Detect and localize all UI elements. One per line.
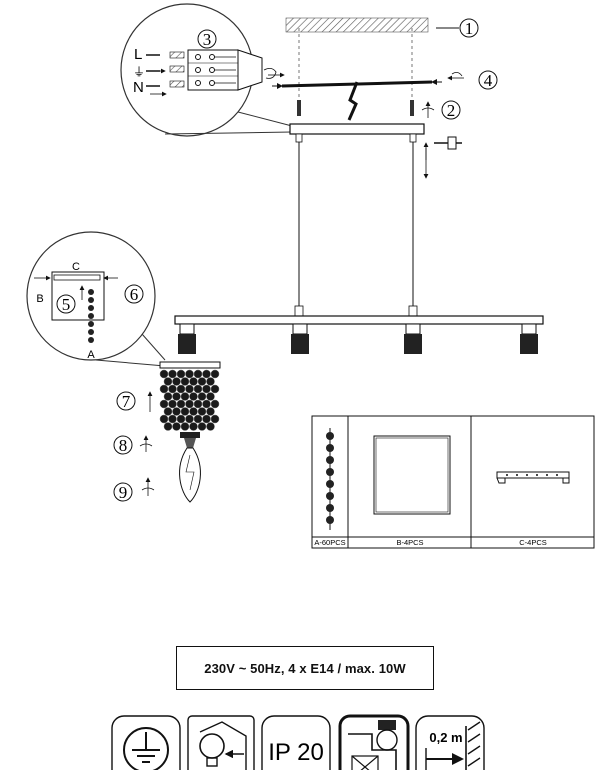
crystal-bead xyxy=(202,384,211,394)
crystal-bead xyxy=(163,392,173,401)
power-spec-text: 230V ~ 50Hz, 4 x E14 / max. 10W xyxy=(204,660,406,676)
crystal-bead xyxy=(193,414,203,424)
ip-rating-text: IP 20 xyxy=(268,739,324,766)
earth-label: ⏚ xyxy=(133,65,145,79)
crystal-bead xyxy=(168,414,177,424)
crystal-bead xyxy=(176,369,186,379)
crystal-beads xyxy=(159,369,220,431)
crystal-bead xyxy=(210,399,220,409)
crystal-bead xyxy=(159,414,169,424)
crystal-bead xyxy=(206,392,215,401)
parts-table: A-60PCS B-4PCS C-4PCS xyxy=(311,415,595,549)
crystal-bead xyxy=(168,384,177,394)
crystal-bead xyxy=(197,392,207,401)
safety-symbols: IP 20 0,2 m xyxy=(111,714,485,770)
callout-1: 1 xyxy=(465,19,474,38)
crystal-bead xyxy=(193,384,203,394)
crystal-bead xyxy=(202,369,211,379)
crystal-bead xyxy=(206,422,215,431)
mini-strand xyxy=(88,289,94,343)
crystal-bead xyxy=(185,384,194,394)
callout-3: 3 xyxy=(203,30,212,49)
live-label: L xyxy=(134,46,142,63)
lamp-holders xyxy=(178,323,538,354)
crystal-bead xyxy=(210,384,220,394)
crystal-shade: 7 8 9 xyxy=(113,361,221,503)
crystal-bead xyxy=(159,399,169,409)
ceiling-mount: 1 4 2 xyxy=(263,17,498,179)
crystal-bead xyxy=(210,414,220,424)
crystal-bead xyxy=(163,377,173,386)
crystal-bead xyxy=(159,369,169,379)
detail-letter-b: B xyxy=(36,293,43,305)
crystal-bead xyxy=(193,399,203,409)
crystal-bead xyxy=(202,414,211,424)
part-c-bar xyxy=(496,471,570,484)
crystal-bead xyxy=(163,407,173,416)
crystal-bead xyxy=(206,407,215,416)
crystal-bead xyxy=(176,384,186,394)
crystal-bead xyxy=(172,407,181,416)
detail-letter-a: A xyxy=(87,349,95,361)
part-c-label: C-4PCS xyxy=(519,538,547,547)
ip20-icon: IP 20 xyxy=(261,715,331,770)
crystal-bead xyxy=(197,377,207,386)
crystal-bead xyxy=(176,399,186,409)
crystal-bead xyxy=(176,414,186,424)
part-a-strand xyxy=(326,428,334,530)
crystal-bead xyxy=(180,392,190,401)
no-cover-icon xyxy=(338,714,410,770)
crystal-bead xyxy=(189,422,198,431)
crystal-bead xyxy=(163,422,173,431)
crystal-bead xyxy=(180,377,190,386)
crystal-bead xyxy=(189,407,198,416)
neutral-label: N xyxy=(133,79,144,96)
crystal-bead xyxy=(189,377,198,386)
suspension xyxy=(174,133,544,354)
callout-9: 9 xyxy=(119,483,128,502)
wiring-detail-circle: L ⏚ N 3 xyxy=(120,3,293,137)
crystal-bead xyxy=(172,377,181,386)
callout-8: 8 xyxy=(119,436,128,455)
crystal-bead xyxy=(210,369,220,379)
crystal-bead xyxy=(172,392,181,401)
callout-2: 2 xyxy=(447,101,456,120)
crystal-bead xyxy=(172,422,181,431)
part-a-label: A-60PCS xyxy=(314,538,345,547)
power-spec-label: 230V ~ 50Hz, 4 x E14 / max. 10W xyxy=(176,646,434,690)
crystal-bead xyxy=(168,369,177,379)
crystal-bead xyxy=(206,377,215,386)
crystal-bead xyxy=(193,369,203,379)
callout-6: 6 xyxy=(130,285,139,304)
crystal-bead xyxy=(189,392,198,401)
crystal-bead xyxy=(180,407,190,416)
protective-earth-icon xyxy=(111,715,181,770)
crystal-bead xyxy=(185,369,194,379)
bulb-replacement-icon xyxy=(187,715,255,770)
crystal-bead xyxy=(159,384,169,394)
min-distance-icon: 0,2 m xyxy=(415,715,485,770)
crystal-bead xyxy=(197,422,207,431)
crystal-bead xyxy=(202,399,211,409)
crystal-bead xyxy=(168,399,177,409)
crystal-bead xyxy=(197,407,207,416)
part-b-label: B-4PCS xyxy=(396,538,423,547)
callout-5: 5 xyxy=(62,295,71,314)
detail-letter-c: C xyxy=(72,261,80,273)
callout-7: 7 xyxy=(122,392,131,411)
crystal-bead xyxy=(180,422,190,431)
distance-text: 0,2 m xyxy=(429,730,462,745)
crystal-bead xyxy=(185,414,194,424)
strand-detail-circle: C B A 5 6 xyxy=(26,231,166,367)
crystal-bead xyxy=(185,399,194,409)
callout-4: 4 xyxy=(484,71,493,90)
